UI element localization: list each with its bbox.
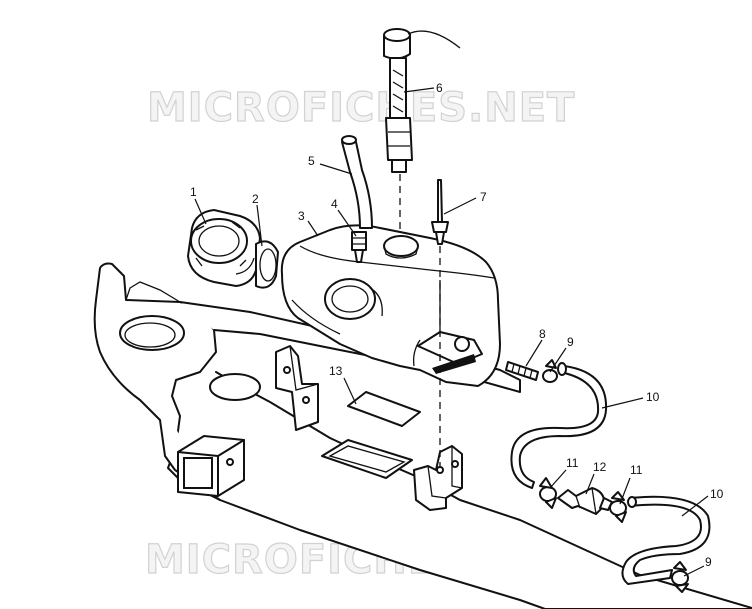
callout-9-lower: 9 — [705, 555, 712, 569]
callout-10-upper: 10 — [646, 390, 660, 404]
fuel-line-assembly — [505, 359, 711, 593]
callout-8: 8 — [539, 327, 546, 341]
callout-9-upper: 9 — [567, 335, 574, 349]
callout-5: 5 — [308, 154, 315, 168]
leader-lines — [194, 87, 709, 577]
callout-4: 4 — [331, 197, 338, 211]
watermark-top: MICROFICHES.NET — [147, 85, 575, 131]
tank-rod — [431, 179, 449, 245]
callout-6: 6 — [436, 81, 443, 95]
fuel-hose-upper — [510, 365, 608, 489]
callout-2: 2 — [252, 192, 259, 206]
callout-7: 7 — [480, 190, 487, 204]
hose-clamp-lower — [671, 561, 689, 593]
mounting-pad — [347, 391, 421, 427]
vent-fitting — [351, 231, 367, 263]
vent-hose — [341, 135, 373, 229]
hose-clamp-mid-left — [539, 477, 557, 509]
frame-rect-cutout — [321, 439, 413, 479]
callout-labels: 1 2 3 4 5 6 7 8 9 9 10 10 11 11 12 13 — [190, 81, 724, 569]
callout-12: 12 — [593, 460, 607, 474]
receiver-tube — [177, 435, 245, 497]
callout-10-lower: 10 — [710, 487, 724, 501]
callout-11-right: 11 — [630, 463, 643, 477]
tank-mount-bracket-right — [413, 445, 463, 511]
fuel-hose-lower — [621, 495, 711, 585]
callout-1: 1 — [190, 185, 197, 199]
inline-fuel-filter — [557, 487, 613, 515]
fuel-cap — [187, 209, 261, 287]
gauge-port — [383, 235, 419, 257]
fuel-tank — [280, 224, 501, 387]
tank-mount-bracket-left — [275, 345, 319, 431]
frame-oval-opening — [209, 373, 261, 401]
cap-gasket — [255, 240, 279, 289]
callout-3: 3 — [298, 209, 305, 223]
callout-11-left: 11 — [566, 456, 579, 470]
fuel-gauge-sender — [383, 28, 461, 173]
hose-clamp-mid-right — [609, 491, 627, 523]
callout-13: 13 — [329, 364, 343, 378]
